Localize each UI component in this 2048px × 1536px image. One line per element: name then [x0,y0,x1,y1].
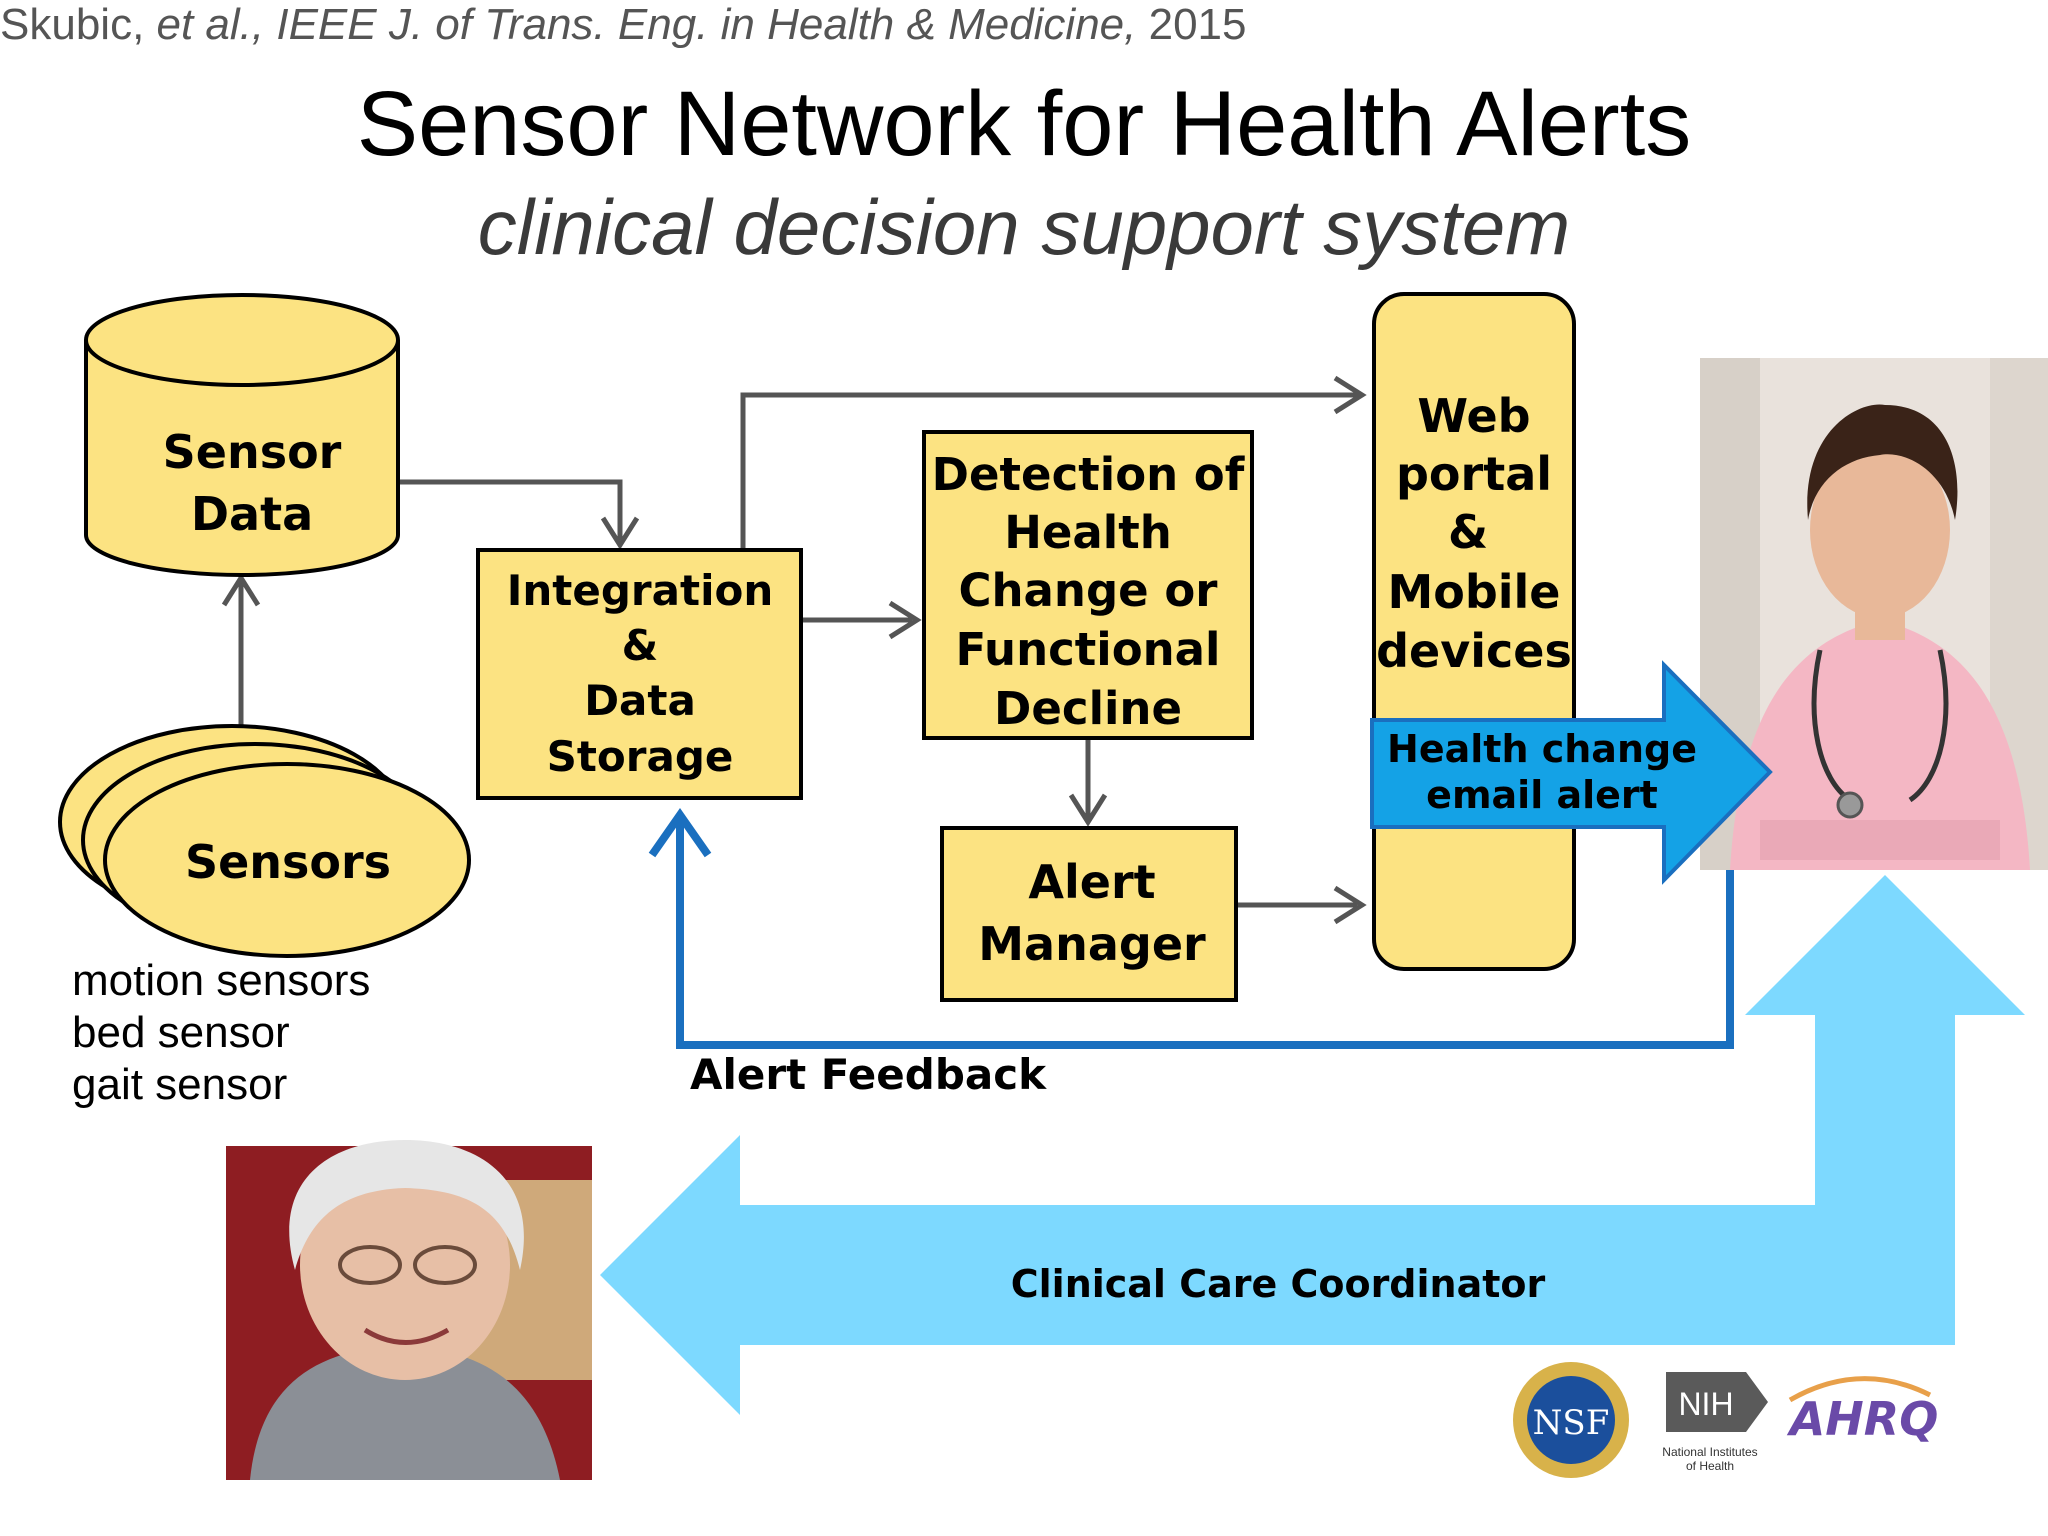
arrow-integration-to-portal [740,392,1360,550]
alert-manager-line-1: Alert [1028,855,1155,909]
email-alert-arrow [1370,660,1773,885]
email-alert-line-1: Health change [1387,727,1697,771]
citation-year: 2015 [1136,0,1247,49]
integration-box: Integration & Data Storage [476,548,803,800]
ahrq-logo-text: AHRQ [1787,1392,1939,1446]
alert-feedback-label: Alert Feedback [690,1050,1047,1099]
web-portal-line-3: & [1448,505,1488,559]
integration-line-3: Data [584,676,696,725]
citation: Skubic, et al., IEEE J. of Trans. Eng. i… [0,0,2048,50]
alert-manager-box: Alert Manager [940,826,1238,1002]
nih-caption-line-1: National Institutes [1662,1445,1757,1459]
arrow-detection-to-alert-head [1068,793,1108,827]
web-portal-line-5: devices [1376,624,1572,678]
arrow-data-to-integration-head [600,516,640,550]
nih-caption-line-2: of Health [1686,1459,1734,1473]
sensor-type-item: gait sensor [72,1060,288,1109]
detection-line-1: Detection of [932,448,1245,501]
ahrq-logo: AHRQ [1787,1376,1939,1446]
detection-box: Detection of Health Change or Functional… [922,430,1254,740]
sensor-types-list: motion sensors bed sensor gait sensor [72,955,370,1111]
sensor-data-cylinder: Sensor Data [84,293,400,577]
sensors-stack: Sensors [58,724,471,958]
citation-etal: et al. [156,0,252,49]
nsf-logo-text: NSF [1533,1403,1610,1443]
citation-journal: , IEEE J. of Trans. Eng. in Health & Med… [251,0,1137,49]
sensor-type-item: bed sensor [72,1008,290,1057]
sensors-label: Sensors [185,835,391,889]
web-portal-box: Web portal & Mobile devices [1372,292,1576,971]
detection-line-4: Functional [956,623,1221,676]
nih-logo: NIH National Institutes of Health [1662,1372,1768,1473]
arrow-alert-to-portal-head [1333,885,1367,925]
care-coordinator-label: Clinical Care Coordinator [1011,1262,1546,1306]
detection-line-2: Health [1004,506,1172,559]
integration-line-4: Storage [547,732,734,781]
web-portal-line-1: Web [1417,389,1530,443]
integration-line-2: & [622,621,659,670]
arrow-sensors-to-data-head [221,573,261,607]
clinician-photo [1700,358,2048,870]
care-coordinator-arrow [600,875,2025,1415]
nsf-logo: NSF [1513,1362,1629,1478]
web-portal-line-4: Mobile [1387,565,1560,619]
alert-feedback-line [676,815,1734,1049]
detection-line-3: Change or [959,564,1219,617]
patient-photo [226,1140,592,1480]
arrow-integration-to-detection-head [888,600,922,640]
nih-logo-text: NIH [1678,1386,1733,1422]
integration-line-1: Integration [507,566,773,615]
email-alert-line-2: email alert [1426,773,1658,817]
sensor-data-line-2: Data [191,487,313,541]
alert-manager-line-2: Manager [978,917,1206,971]
alert-feedback-arrowhead [648,808,712,858]
sensor-data-line-1: Sensor [163,425,342,479]
page-subtitle: clinical decision support system [477,183,1571,271]
arrow-data-to-integration [398,479,623,540]
citation-author: Skubic, [0,0,157,49]
detection-line-5: Decline [994,682,1182,735]
page-title: Sensor Network for Health Alerts [356,73,1692,175]
arrow-integration-to-portal-head [1333,375,1367,415]
sensor-type-item: motion sensors [72,956,371,1005]
web-portal-line-2: portal [1396,447,1552,501]
